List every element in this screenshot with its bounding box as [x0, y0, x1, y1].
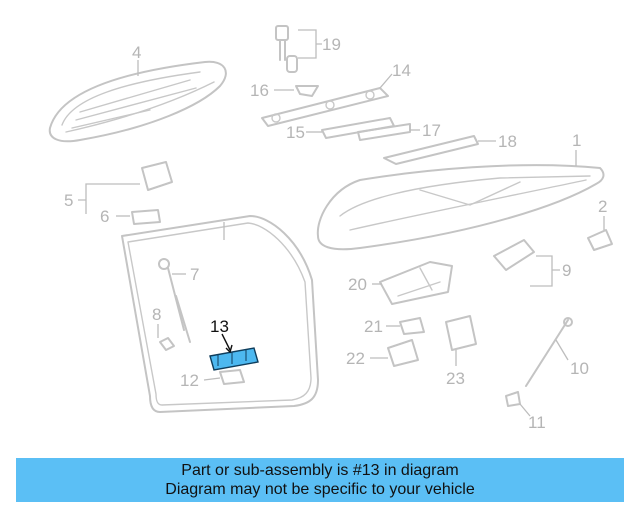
- callout-1: 1: [572, 131, 581, 150]
- part-20-latch: [379, 261, 453, 305]
- info-banner: Part or sub-assembly is #13 in diagram D…: [16, 458, 624, 502]
- part-11: [505, 391, 521, 407]
- part-10-rod: [525, 317, 573, 387]
- part-2: [587, 229, 613, 251]
- part-8: [159, 337, 175, 351]
- part-23: [445, 315, 477, 351]
- callout-5: 5: [64, 191, 73, 210]
- callout-17: 17: [422, 121, 441, 140]
- part-5: [141, 161, 173, 191]
- callout-4: 4: [132, 43, 141, 62]
- callout-20: 20: [348, 275, 367, 294]
- callout-16: 16: [250, 81, 269, 100]
- callout-9: 9: [562, 261, 571, 280]
- callout-10: 10: [570, 359, 589, 378]
- part-22: [387, 339, 419, 367]
- callout-8: 8: [152, 305, 161, 324]
- callout-14: 14: [392, 61, 411, 80]
- part-14-hinge: [261, 87, 389, 127]
- part-16: [295, 85, 319, 97]
- part-19-pin: [275, 25, 298, 73]
- callout-6: 6: [100, 207, 109, 226]
- callout-2: 2: [598, 197, 607, 216]
- callout-22: 22: [346, 349, 365, 368]
- part-13-highlighted: [209, 347, 259, 371]
- part-21: [399, 317, 425, 335]
- part-12: [219, 369, 245, 385]
- callout-19: 19: [322, 35, 341, 54]
- part-9: [493, 239, 535, 271]
- part-17: [357, 123, 411, 141]
- callout-15: 15: [286, 123, 305, 142]
- banner-line-1: Part or sub-assembly is #13 in diagram: [181, 462, 459, 479]
- banner-line-2: Diagram may not be specific to your vehi…: [165, 481, 475, 498]
- part-18: [383, 135, 479, 165]
- callout-18: 18: [498, 132, 517, 151]
- parts-diagram: 4 19 16 14 15 17 18 1 5 6 2 7 20 9 8 13 …: [48, 25, 613, 432]
- part-6: [131, 209, 161, 225]
- part-1-liftgate: [316, 164, 605, 251]
- part-7-strut: [158, 258, 191, 343]
- callout-11: 11: [528, 413, 546, 432]
- callout-12: 12: [180, 371, 199, 390]
- callout-21: 21: [364, 317, 383, 336]
- callout-23: 23: [446, 369, 465, 388]
- part-4-glass: [48, 60, 227, 143]
- callout-13: 13: [210, 317, 229, 336]
- callout-7: 7: [190, 265, 199, 284]
- weatherstrip: [121, 215, 319, 413]
